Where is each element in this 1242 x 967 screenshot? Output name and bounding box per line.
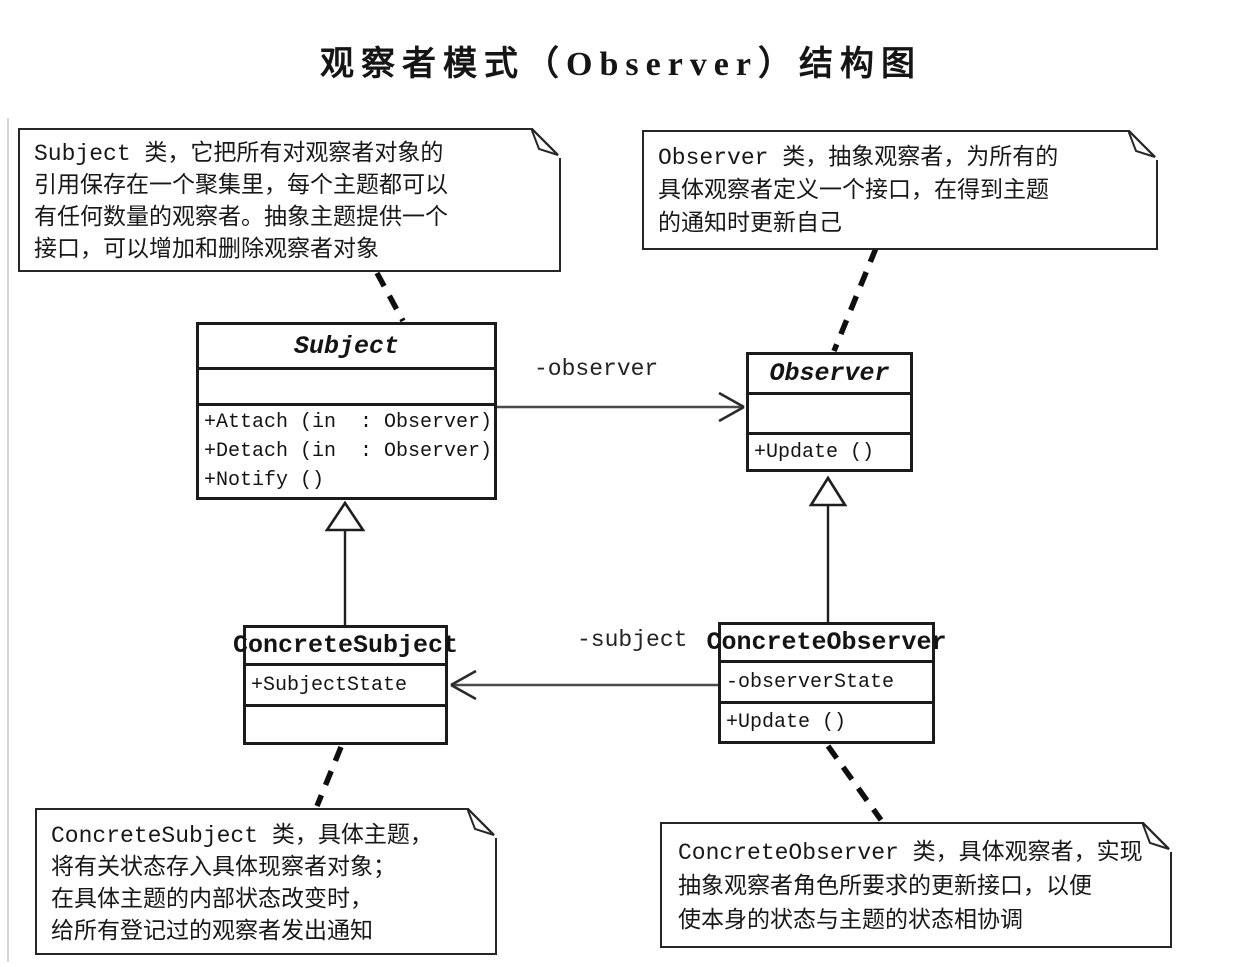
- note-line: 引用保存在一个聚集里，每个主题都可以: [34, 173, 448, 199]
- note-line: ConcreteObserver 类，具体观察者，实现: [678, 840, 1143, 866]
- attributes-compartment: [749, 392, 910, 432]
- methods-compartment: +Update (): [749, 432, 910, 469]
- note-line: 接口，可以增加和删除观察者对象: [34, 237, 379, 263]
- attributes-compartment: [199, 367, 494, 403]
- member-line: +Attach (in : Observer): [204, 411, 493, 434]
- note-line: 在具体主题的内部状态改变时，: [51, 887, 373, 913]
- member-line: +Update (): [726, 711, 847, 734]
- note-fold-icon: [531, 128, 561, 158]
- attributes-compartment: -observerState: [721, 660, 932, 701]
- note-connector-concrete-observer: [825, 744, 884, 822]
- note-line: ConcreteSubject 类，具体主题，: [51, 823, 433, 849]
- methods-compartment: +Update (): [721, 701, 932, 741]
- generalization-triangle-subject: [324, 500, 366, 532]
- diagram-title: 观察者模式（Observer）结构图: [320, 46, 922, 83]
- note-line: 的通知时更新自己: [658, 211, 842, 237]
- note-line: 有任何数量的观察者。抽象主题提供一个: [34, 205, 448, 231]
- note-line: 给所有登记过的观察者发出通知: [51, 919, 373, 945]
- member-line: +Update (): [754, 440, 875, 464]
- methods-compartment: +Attach (in : Observer) +Detach (in : Obs…: [199, 403, 494, 497]
- member-line: +SubjectState: [251, 673, 408, 697]
- note-concrete-observer: ConcreteObserver 类，具体观察者，实现抽象观察者角色所要求的更新…: [660, 822, 1172, 948]
- class-title: ConcreteObserver: [706, 628, 947, 657]
- member-line: +Notify (): [204, 469, 325, 492]
- note-fold-icon: [467, 808, 497, 838]
- note-line: Observer 类，抽象观察者，为所有的: [658, 145, 1059, 171]
- association-label-observer: -observer: [534, 356, 659, 382]
- note-line: 使本身的状态与主题的状态相协调: [678, 908, 1023, 934]
- note-line: 将有关状态存入具体现察者对象；: [51, 855, 396, 881]
- note-connector-subject: [374, 271, 406, 323]
- note-connector-concrete-subject: [314, 745, 344, 808]
- association-label-subject: -subject: [577, 627, 688, 653]
- note-line: 具体观察者定义一个接口，在得到主题: [658, 178, 1049, 204]
- association-arrowhead-observer: [718, 391, 745, 423]
- generalization-triangle-observer: [808, 475, 848, 507]
- class-concrete-subject: ConcreteSubject +SubjectState: [232, 625, 459, 745]
- note-observer: Observer 类，抽象观察者，为所有的具体观察者定义一个接口，在得到主题的通…: [642, 130, 1158, 250]
- note-text: ConcreteSubject 类，具体主题， 将有关状态存入具体现察者对象； 在具…: [51, 820, 481, 948]
- note-fold-icon: [1142, 822, 1172, 852]
- class-title: ConcreteSubject: [232, 631, 459, 660]
- note-subject: Subject 类，它把所有对观察者对象的引用保存在一个聚集里，每个主题都可以有…: [18, 128, 561, 272]
- class-observer: Observer +Update (): [746, 352, 913, 472]
- note-text: Observer 类，抽象观察者，为所有的具体观察者定义一个接口，在得到主题的通…: [658, 142, 1142, 241]
- member-line: -observerState: [726, 670, 895, 694]
- note-text: ConcreteObserver 类，具体观察者，实现抽象观察者角色所要求的更新…: [678, 836, 1154, 938]
- note-fold-icon: [1128, 130, 1158, 160]
- member-line: +Detach (in : Observer): [204, 440, 493, 463]
- class-title: Observer: [769, 359, 890, 388]
- methods-compartment: [246, 704, 445, 742]
- note-line: Subject 类，它把所有对观察者对象的: [34, 141, 444, 167]
- association-arrowhead-subject: [450, 669, 477, 701]
- attributes-compartment: +SubjectState: [246, 663, 445, 704]
- class-subject: Subject +Attach (in : Observer) +Detach (…: [196, 322, 497, 500]
- note-concrete-subject: ConcreteSubject 类，具体主题， 将有关状态存入具体现察者对象； 在具…: [35, 808, 497, 955]
- class-concrete-observer: ConcreteObserver -observerState +Update …: [706, 622, 947, 744]
- class-title: Subject: [293, 331, 400, 361]
- note-connector-observer: [831, 246, 879, 353]
- note-line: 抽象观察者角色所要求的更新接口，以便: [678, 874, 1092, 900]
- note-text: Subject 类，它把所有对观察者对象的引用保存在一个聚集里，每个主题都可以有…: [34, 138, 545, 266]
